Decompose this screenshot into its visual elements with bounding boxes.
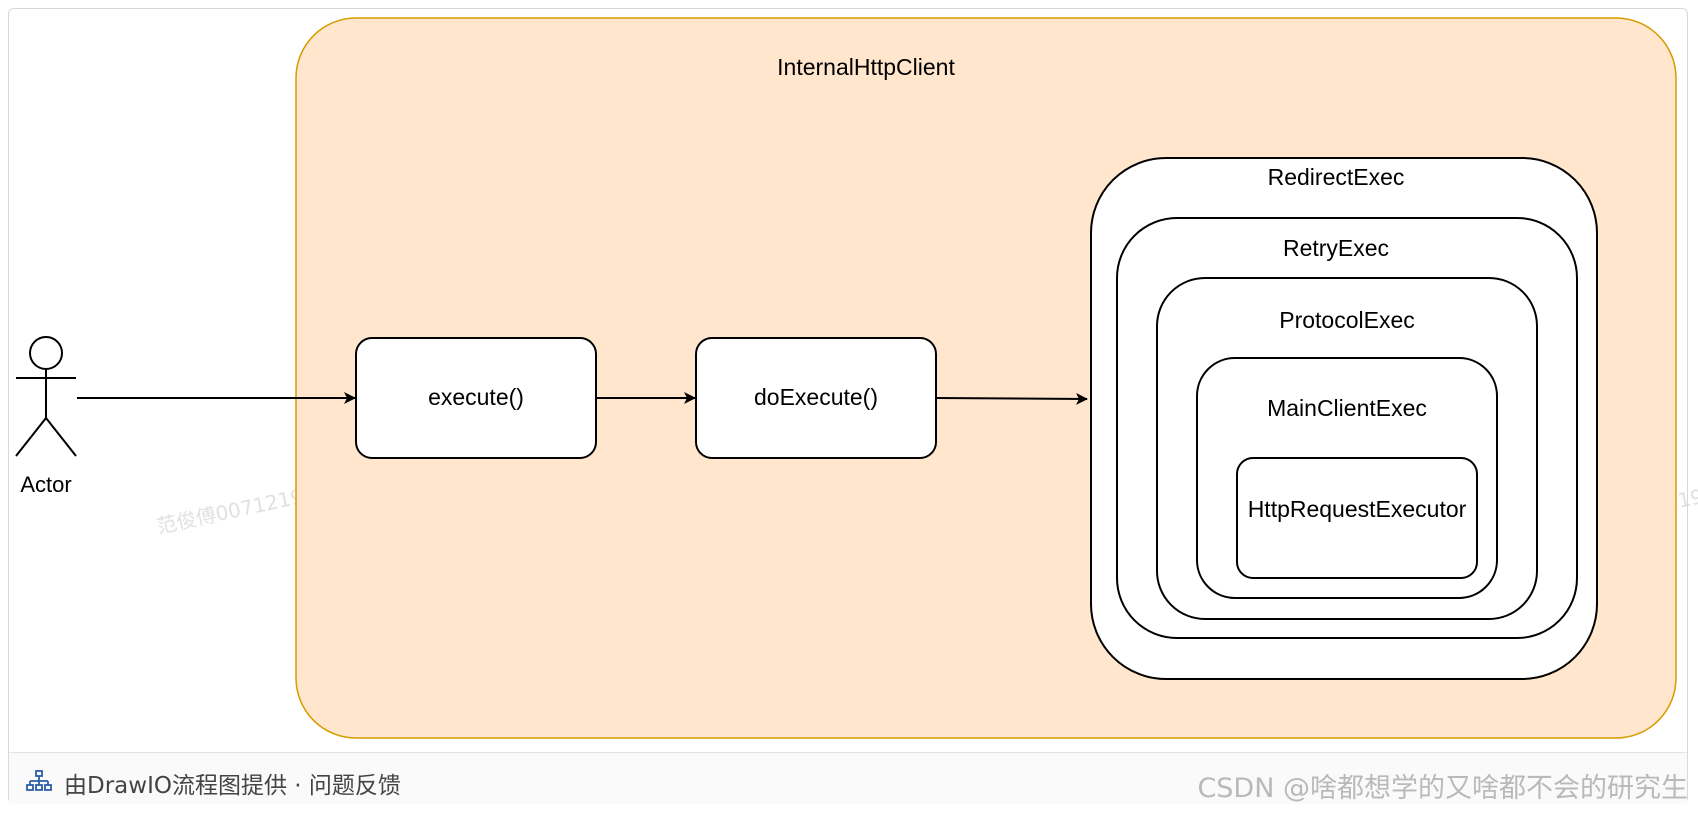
execute-label: execute() (428, 384, 524, 410)
arrow-doexecute-to-chain (935, 392, 1088, 405)
redirect-exec-label: RedirectExec (1268, 164, 1405, 190)
http-request-executor-label: HttpRequestExecutor (1248, 496, 1467, 522)
actor-label: Actor (20, 472, 71, 497)
sitemap-icon[interactable] (26, 770, 52, 792)
execute-node (355, 337, 597, 459)
do-execute-node (695, 337, 937, 459)
do-execute-label: doExecute() (754, 384, 878, 410)
csdn-watermark: CSDN @啥都想学的又啥都不会的研究生 (1197, 773, 1688, 804)
container-title: InternalHttpClient (777, 54, 955, 80)
footer-bar (9, 752, 1687, 804)
footer-provider-link[interactable]: 由DrawIO流程图提供 · 问题反馈 (64, 773, 401, 799)
protocol-exec-label: ProtocolExec (1279, 307, 1415, 333)
http-request-executor-box (1236, 457, 1478, 579)
actor-icon (15, 336, 77, 457)
main-client-exec-label: MainClientExec (1267, 395, 1427, 421)
retry-exec-label: RetryExec (1283, 235, 1389, 261)
